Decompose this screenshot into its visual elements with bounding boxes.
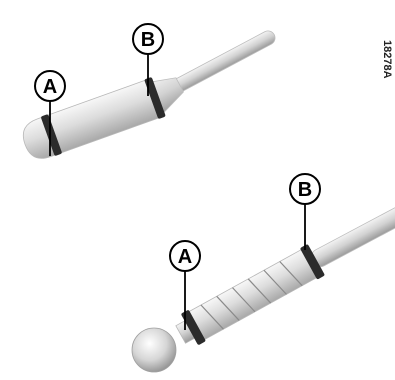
lower-graduated-section [185,248,320,342]
lower-bulb [132,328,176,372]
lower-dipstick [132,202,395,372]
reference-code: 18278A [381,40,393,79]
callout-upper-a-label: A [43,76,57,98]
callout-upper-b-label: B [141,29,155,51]
lower-rod [308,202,395,270]
callout-lower-b: B [290,174,320,250]
callout-lower-b-label: B [298,179,312,201]
callout-lower-a-label: A [178,246,192,268]
